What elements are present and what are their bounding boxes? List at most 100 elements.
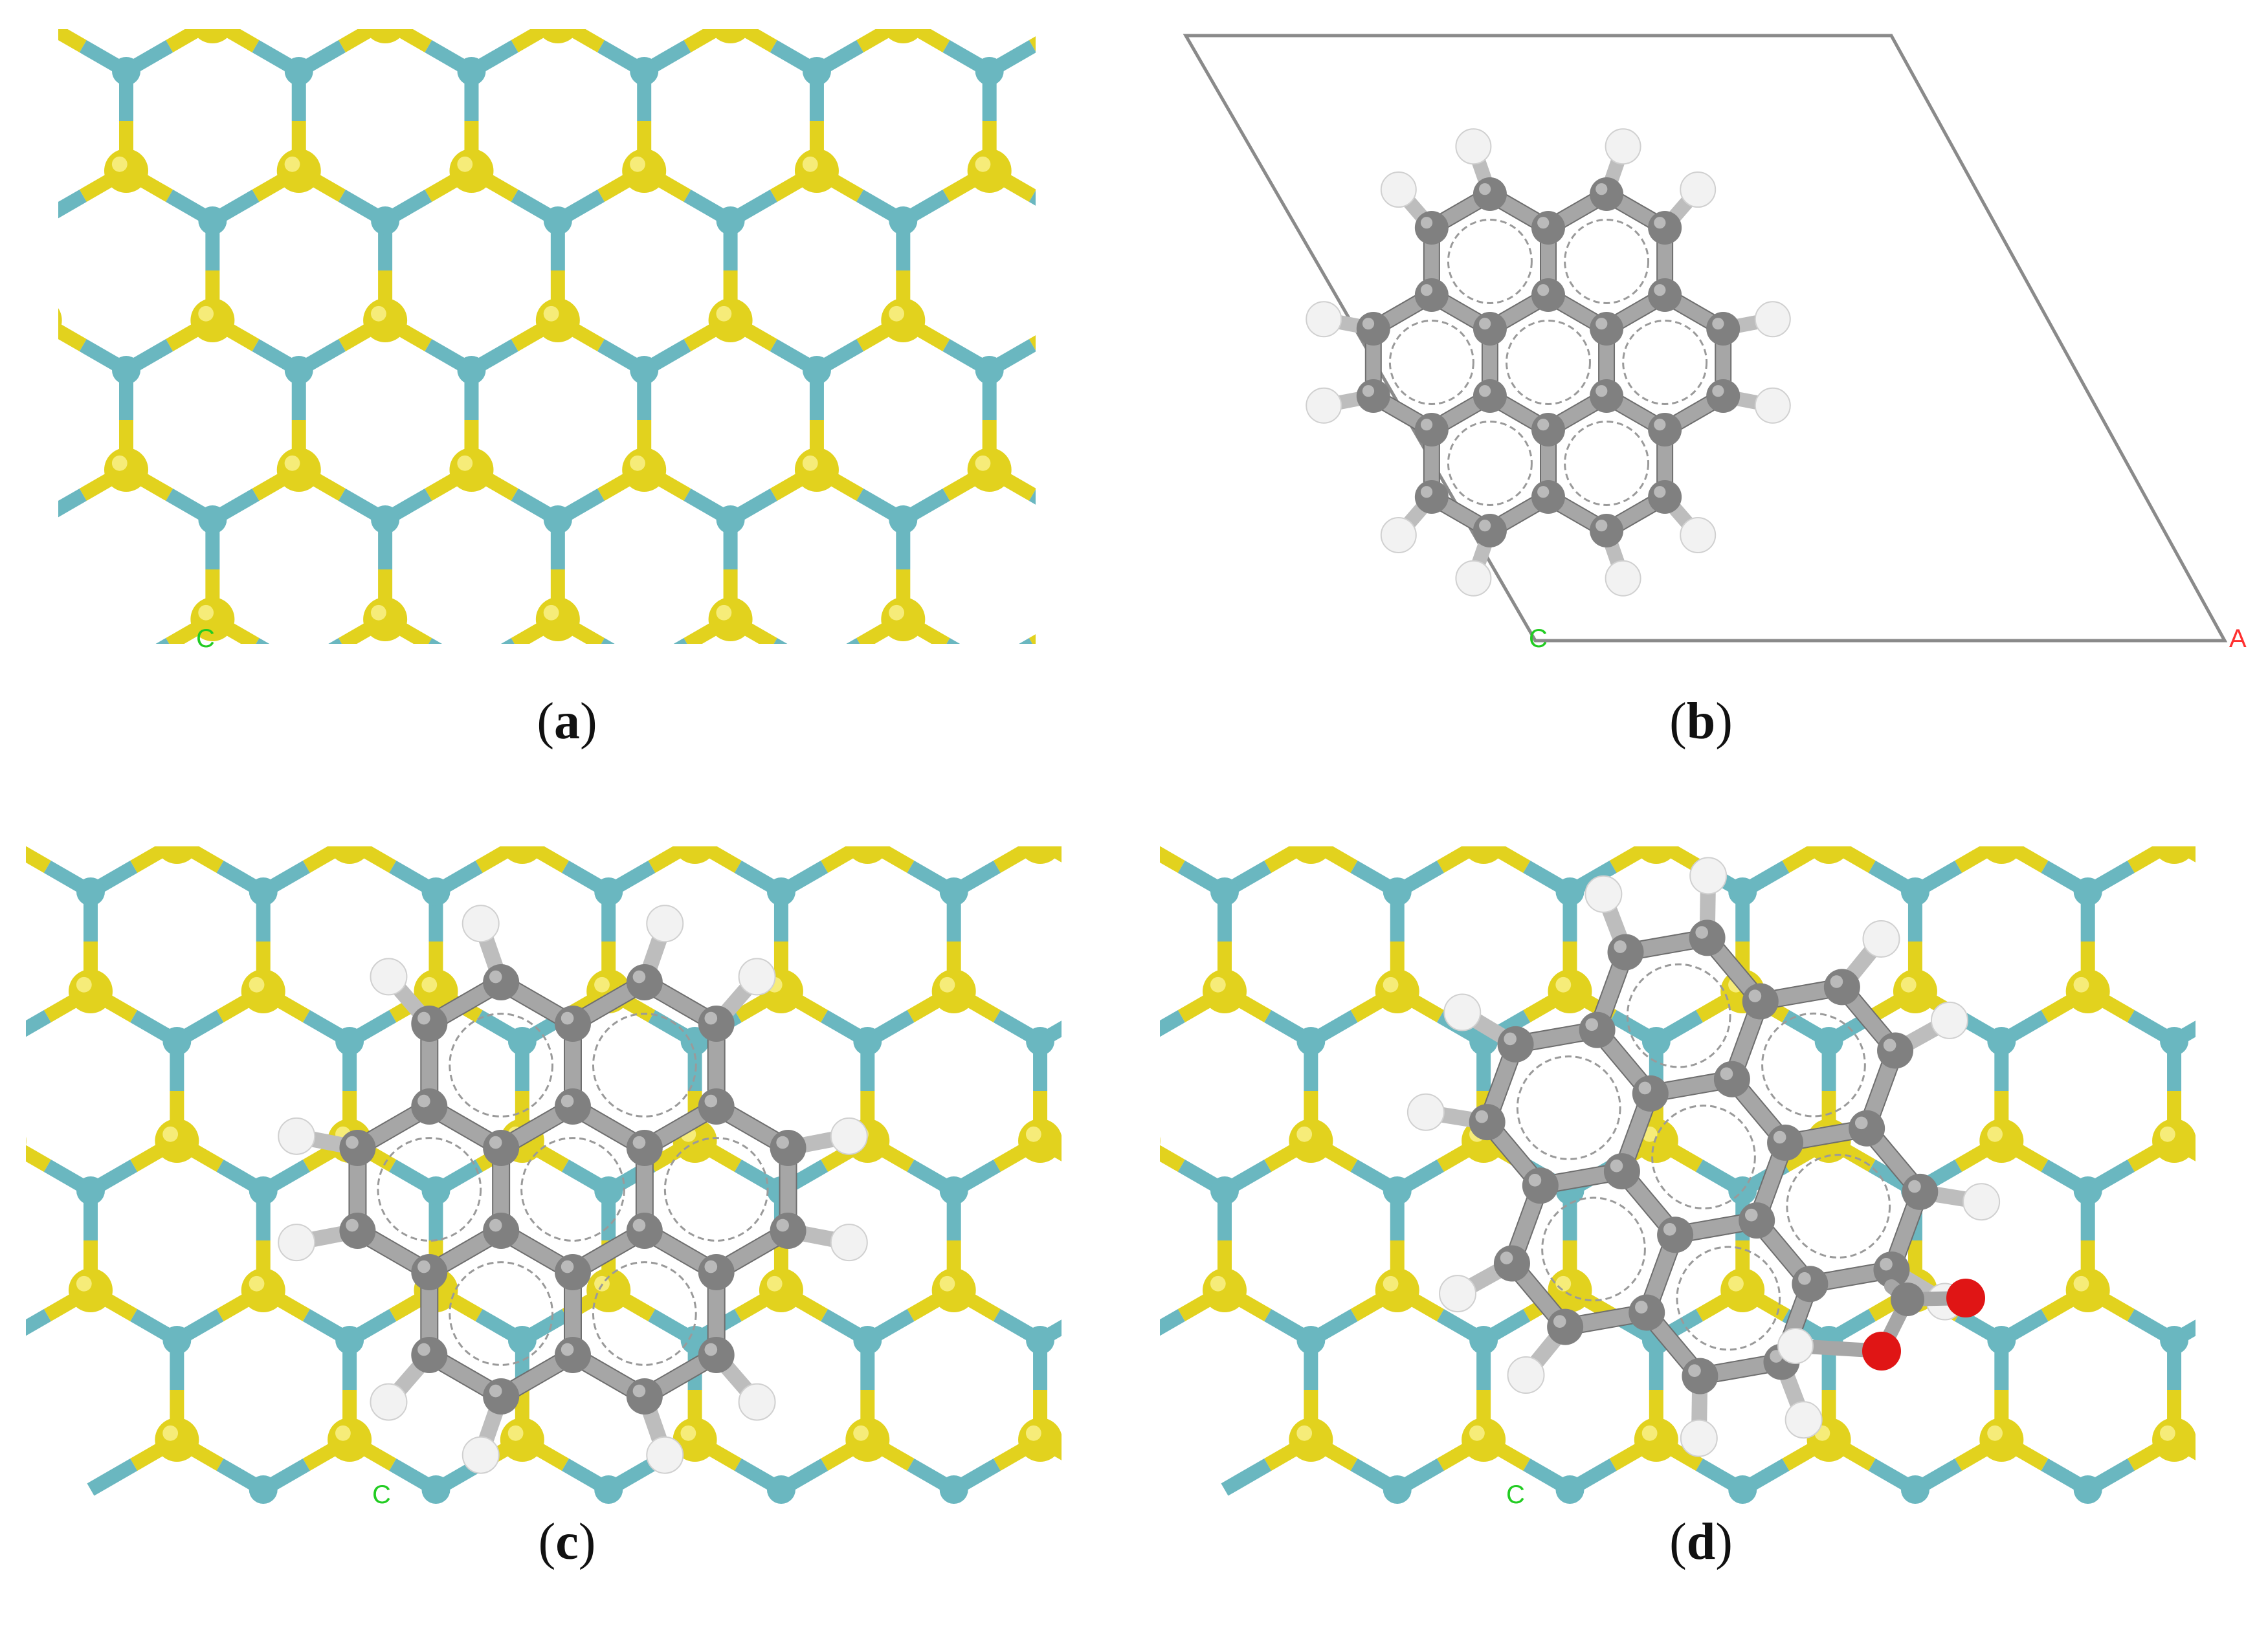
- bond: [1084, 1290, 1127, 1316]
- sulfur-atom: [1375, 969, 1419, 1013]
- carbon-highlight: [776, 1136, 789, 1149]
- sulfur-atom: [1720, 1268, 1765, 1312]
- carbon-highlight: [1595, 183, 1608, 195]
- bond: [2218, 991, 2261, 1017]
- bond: [2218, 1290, 2261, 1316]
- bond: [1019, 637, 1033, 644]
- metal-atom: [766, 1475, 795, 1504]
- metal-atom: [1641, 1027, 1671, 1055]
- sulfur-highlight: [1296, 828, 1312, 843]
- sulfur-atom: [1203, 969, 1247, 1013]
- panel-b-svg: C A: [1183, 34, 2247, 653]
- metal-atom: [371, 206, 400, 235]
- hydrogen-atom: [830, 1117, 868, 1155]
- metal-atom: [76, 877, 105, 906]
- molecule-atoms: [278, 905, 868, 1474]
- bond: [2260, 1290, 2268, 1316]
- metal-atom: [507, 1326, 537, 1354]
- metal-atom: [162, 1326, 192, 1354]
- sulfur-atom: [1289, 846, 1333, 864]
- sulfur-highlight: [1555, 1275, 1572, 1292]
- carbon-highlight: [1528, 1174, 1542, 1187]
- hydrogen-atom: [830, 1224, 868, 1262]
- carbon-highlight: [1654, 419, 1666, 431]
- bond: [1084, 1166, 1127, 1191]
- metal-atom: [630, 655, 658, 683]
- carbon-highlight: [1654, 284, 1666, 296]
- sulfur-atom: [1807, 846, 1851, 864]
- metal-atom: [2160, 1326, 2189, 1354]
- metal-atom: [457, 57, 486, 85]
- sulfur-atom: [241, 1268, 285, 1312]
- carbon-atom: [483, 1130, 520, 1166]
- carbon-atom: [698, 1088, 735, 1125]
- caption-c: (c): [538, 1514, 596, 1570]
- carbon-highlight: [704, 1011, 718, 1025]
- sulfur-highlight: [544, 7, 559, 23]
- hydrogen-atom: [1380, 516, 1417, 553]
- sulfur-atom: [708, 597, 753, 641]
- metal-atom: [802, 356, 831, 384]
- metal-atom: [371, 505, 400, 534]
- hydrogen-atom: [1754, 301, 1791, 338]
- sulfur-highlight: [2073, 1275, 2089, 1292]
- sulfur-highlight: [1987, 1425, 2003, 1441]
- axis-label-c: C: [372, 1481, 391, 1509]
- metal-atom: [1987, 1326, 2016, 1354]
- sulfur-highlight: [1987, 828, 2003, 843]
- metal-atom: [975, 356, 1004, 384]
- hydrogen-atom: [1930, 1001, 1968, 1039]
- sulfur-highlight: [1641, 1425, 1658, 1441]
- hydrogen-atom: [1680, 171, 1717, 208]
- bond: [1028, 36, 1036, 52]
- sulfur-atom: [794, 448, 839, 492]
- sulfur-atom: [69, 969, 113, 1013]
- sulfur-atom: [328, 846, 372, 864]
- bond: [856, 29, 904, 53]
- hydrogen-atom: [1689, 857, 1728, 895]
- carbon-highlight: [346, 1136, 359, 1149]
- carbon-atom: [1792, 1266, 1829, 1303]
- carbon-highlight: [561, 1343, 574, 1356]
- sulfur-atom: [1054, 597, 1098, 641]
- bond: [1084, 867, 1127, 892]
- panel-d: C (d): [1134, 820, 2268, 1641]
- panel-a-svg: C: [58, 0, 1098, 683]
- metal-atom: [889, 206, 918, 235]
- sulfur-highlight: [2246, 977, 2262, 993]
- bond: [1126, 1290, 1134, 1316]
- metal-atom: [1728, 1475, 1757, 1504]
- carbon-highlight: [1610, 1159, 1623, 1173]
- sulfur-atom: [1462, 846, 1506, 864]
- carbon-atom: [1590, 177, 1624, 211]
- carbon-highlight: [632, 1218, 646, 1232]
- bond: [684, 29, 731, 53]
- sulfur-highlight: [1728, 1275, 1744, 1292]
- carbon-highlight: [561, 1094, 574, 1108]
- metal-atom: [335, 1326, 364, 1354]
- sulfur-highlight: [1642, 828, 1658, 843]
- sulfur-highlight: [1210, 976, 1226, 993]
- sulfur-highlight: [766, 1275, 783, 1292]
- bond: [1160, 1145, 1185, 1173]
- carbon-atom: [1629, 1294, 1665, 1331]
- metal-atom: [1210, 877, 1239, 906]
- sulfur-highlight: [198, 604, 214, 621]
- bond: [946, 637, 961, 644]
- metal-atom: [421, 877, 450, 906]
- sulfur-atom: [241, 969, 285, 1013]
- metal-atom: [1383, 877, 1412, 906]
- hydrogen-atom: [1306, 387, 1342, 424]
- metal-atom: [249, 1475, 278, 1504]
- sulfur-atom: [2152, 1119, 2196, 1163]
- carbon-atom: [339, 1130, 376, 1166]
- hydrogen-atom: [461, 905, 500, 943]
- carbon-highlight: [1654, 217, 1666, 229]
- sulfur-highlight: [1062, 605, 1077, 621]
- hydrogen-atom: [278, 1117, 316, 1155]
- sulfur-atom: [104, 149, 148, 193]
- sulfur-atom: [192, 29, 234, 43]
- bond: [346, 846, 397, 874]
- sulfur-atom: [1054, 0, 1098, 43]
- carbon-highlight: [1537, 419, 1550, 431]
